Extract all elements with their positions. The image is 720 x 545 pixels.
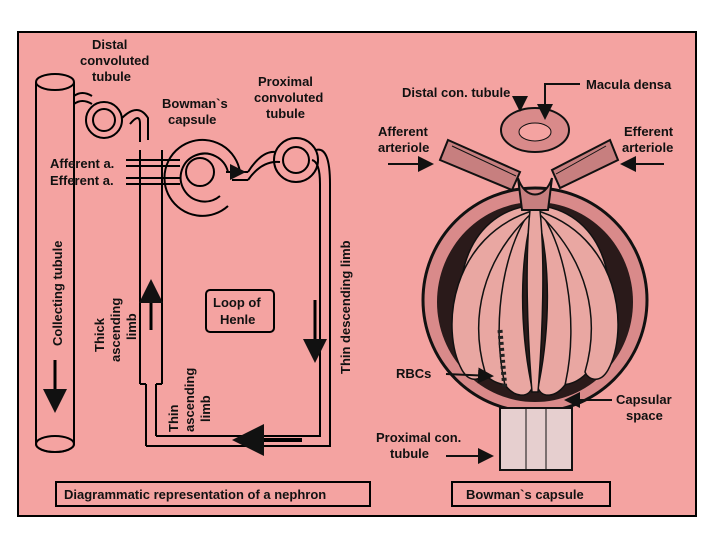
right-caption: Bowman`s capsule bbox=[466, 487, 584, 502]
left-caption-box bbox=[55, 481, 371, 507]
bowmans-capsule-illustration bbox=[388, 83, 664, 507]
distal-con-label: Distal con. tubule bbox=[402, 85, 510, 100]
afferent-arteriole-label-1: Afferent bbox=[378, 124, 429, 139]
nephron-labels: Distal convoluted tubule Bowman`s capsul… bbox=[50, 37, 353, 502]
thick-label-2: ascending bbox=[108, 298, 123, 362]
proximal-con-label-2: tubule bbox=[390, 446, 429, 461]
thin-ascending-label-3: limb bbox=[198, 395, 213, 422]
collecting-tubule-shape bbox=[35, 73, 75, 453]
nephron-schematic bbox=[35, 73, 371, 507]
efferent-arteriole-label-2: arteriole bbox=[622, 140, 673, 155]
distal-label-3: tubule bbox=[92, 69, 131, 84]
proximal-tubule-lumen bbox=[525, 408, 547, 470]
efferent-label: Efferent a. bbox=[50, 173, 114, 188]
distal-label-1: Distal bbox=[92, 37, 127, 52]
rbc-chain bbox=[497, 329, 508, 391]
proximal-tubule-shape bbox=[499, 407, 573, 471]
distal-convoluted-tubule-shape bbox=[73, 92, 149, 142]
proximal-convoluted-tubule-shape bbox=[247, 137, 331, 185]
efferent-arteriole-shape bbox=[550, 138, 620, 190]
loop-of-henle-box bbox=[205, 289, 275, 333]
loop-bottom-shape bbox=[146, 184, 331, 447]
thin-ascending-label-2: ascending bbox=[182, 368, 197, 432]
proximal-label-1: Proximal bbox=[258, 74, 313, 89]
loop-label-2: Henle bbox=[220, 312, 255, 327]
afferent-label: Afferent a. bbox=[50, 156, 114, 171]
collecting-tubule-label: Collecting tubule bbox=[50, 241, 65, 346]
capsule-labels: Distal con. tubule Macula densa Afferent… bbox=[376, 77, 674, 502]
afferent-arteriole-label-2: arteriole bbox=[378, 140, 429, 155]
glomerular-capillaries bbox=[451, 204, 619, 396]
bowmans-label-2: capsule bbox=[168, 112, 216, 127]
vascular-pole bbox=[517, 177, 553, 211]
rbcs-label: RBCs bbox=[396, 366, 431, 381]
thick-label-1: Thick bbox=[92, 317, 107, 352]
left-caption: Diagrammatic representation of a nephron bbox=[64, 487, 326, 502]
arteriole-lines bbox=[126, 159, 180, 185]
distal-label-2: convoluted bbox=[80, 53, 149, 68]
bowmans-label-1: Bowman`s bbox=[162, 96, 228, 111]
thin-descending-label: Thin descending limb bbox=[338, 240, 353, 374]
efferent-arteriole-label-1: Efferent bbox=[624, 124, 674, 139]
thick-label-3: limb bbox=[124, 313, 139, 340]
proximal-label-3: tubule bbox=[266, 106, 305, 121]
macula-densa-label: Macula densa bbox=[586, 77, 672, 92]
capsular-space-label-1: Capsular bbox=[616, 392, 672, 407]
bowmans-capsule-shape bbox=[163, 138, 248, 217]
thick-ascending-limb-shape bbox=[139, 150, 163, 446]
capsule-pointers bbox=[388, 83, 664, 464]
loop-label-1: Loop of bbox=[213, 295, 261, 310]
right-caption-box bbox=[451, 481, 611, 507]
capsular-space-label-2: space bbox=[626, 408, 663, 423]
distal-tubule-lumen bbox=[518, 122, 552, 142]
thin-ascending-label-1: Thin bbox=[166, 405, 181, 432]
afferent-arteriole-shape bbox=[438, 138, 522, 192]
proximal-con-label-1: Proximal con. bbox=[376, 430, 461, 445]
proximal-label-2: convoluted bbox=[254, 90, 323, 105]
